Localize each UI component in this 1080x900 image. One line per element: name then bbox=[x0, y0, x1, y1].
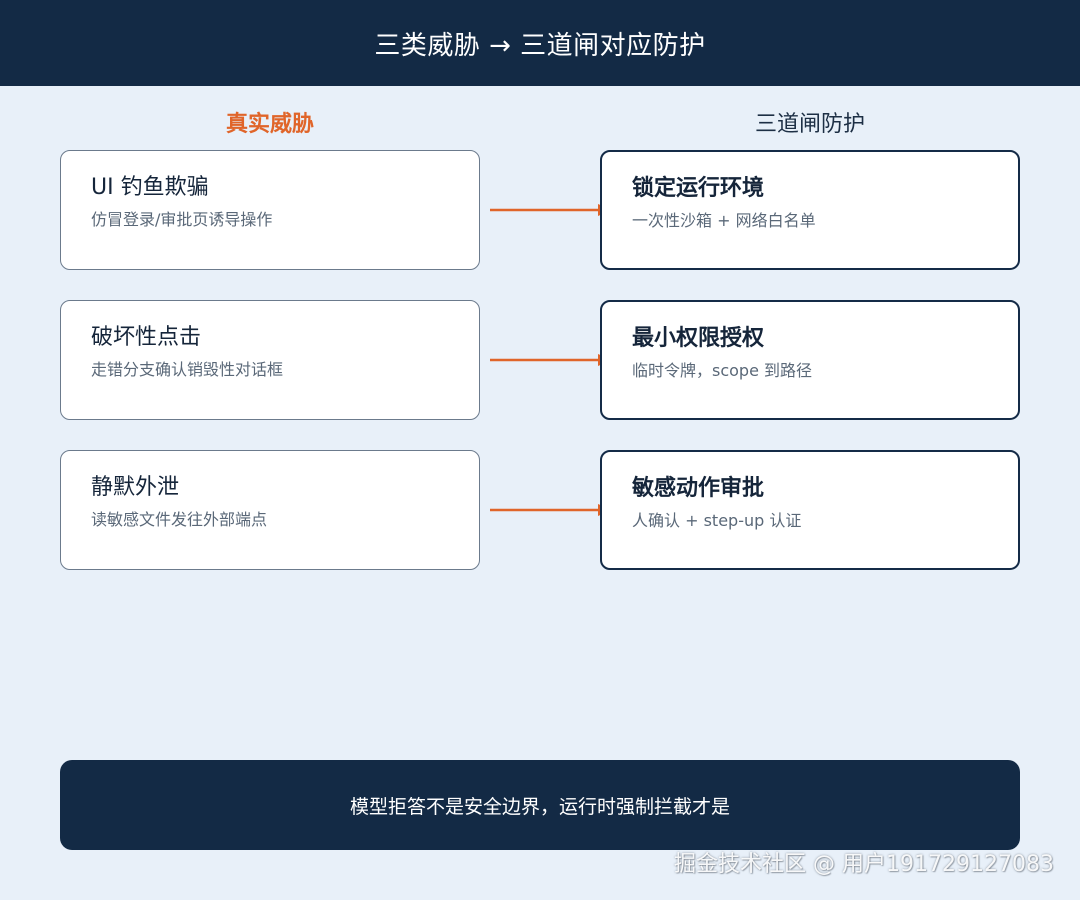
threat-card-destructive-click: 破坏性点击 走错分支确认销毁性对话框 bbox=[60, 300, 480, 420]
footer-banner: 模型拒答不是安全边界，运行时强制拦截才是 bbox=[60, 760, 1020, 850]
defense-subtitle: 人确认 + step-up 认证 bbox=[632, 511, 802, 530]
threat-title: UI 钓鱼欺骗 bbox=[91, 175, 209, 200]
threat-title: 静默外泄 bbox=[91, 475, 180, 500]
threat-title: 破坏性点击 bbox=[91, 325, 202, 350]
arrow-icon bbox=[490, 354, 612, 366]
arrow-icon bbox=[490, 204, 612, 216]
defense-title: 锁定运行环境 bbox=[632, 176, 765, 201]
header-banner: 三类威胁 → 三道闸对应防护 bbox=[0, 0, 1080, 86]
threat-subtitle: 走错分支确认销毁性对话框 bbox=[91, 360, 284, 379]
threat-card-ui-phishing: UI 钓鱼欺骗 仿冒登录/审批页诱导操作 bbox=[60, 150, 480, 270]
arrow-icon bbox=[490, 504, 612, 516]
defense-title: 最小权限授权 bbox=[632, 326, 765, 351]
defenses-column-heading: 三道闸防护 bbox=[754, 112, 865, 137]
defense-card-sensitive-approval: 敏感动作审批 人确认 + step-up 认证 bbox=[600, 450, 1020, 570]
footer-text: 模型拒答不是安全边界，运行时强制拦截才是 bbox=[349, 795, 730, 818]
watermark: 掘金技术社区 @ 用户191729127083 bbox=[674, 852, 1054, 877]
threat-card-silent-exfiltration: 静默外泄 读敏感文件发往外部端点 bbox=[60, 450, 480, 570]
threat-subtitle: 仿冒登录/审批页诱导操作 bbox=[91, 210, 273, 229]
threat-subtitle: 读敏感文件发往外部端点 bbox=[91, 510, 268, 529]
defense-subtitle: 一次性沙箱 + 网络白名单 bbox=[632, 211, 816, 230]
defense-card-locked-environment: 锁定运行环境 一次性沙箱 + 网络白名单 bbox=[600, 150, 1020, 270]
defense-subtitle: 临时令牌，scope 到路径 bbox=[632, 361, 813, 380]
defense-card-least-privilege: 最小权限授权 临时令牌，scope 到路径 bbox=[600, 300, 1020, 420]
threats-column-heading: 真实威胁 bbox=[225, 112, 314, 137]
diagram-title: 三类威胁 → 三道闸对应防护 bbox=[374, 30, 706, 61]
defense-title: 敏感动作审批 bbox=[632, 476, 765, 501]
